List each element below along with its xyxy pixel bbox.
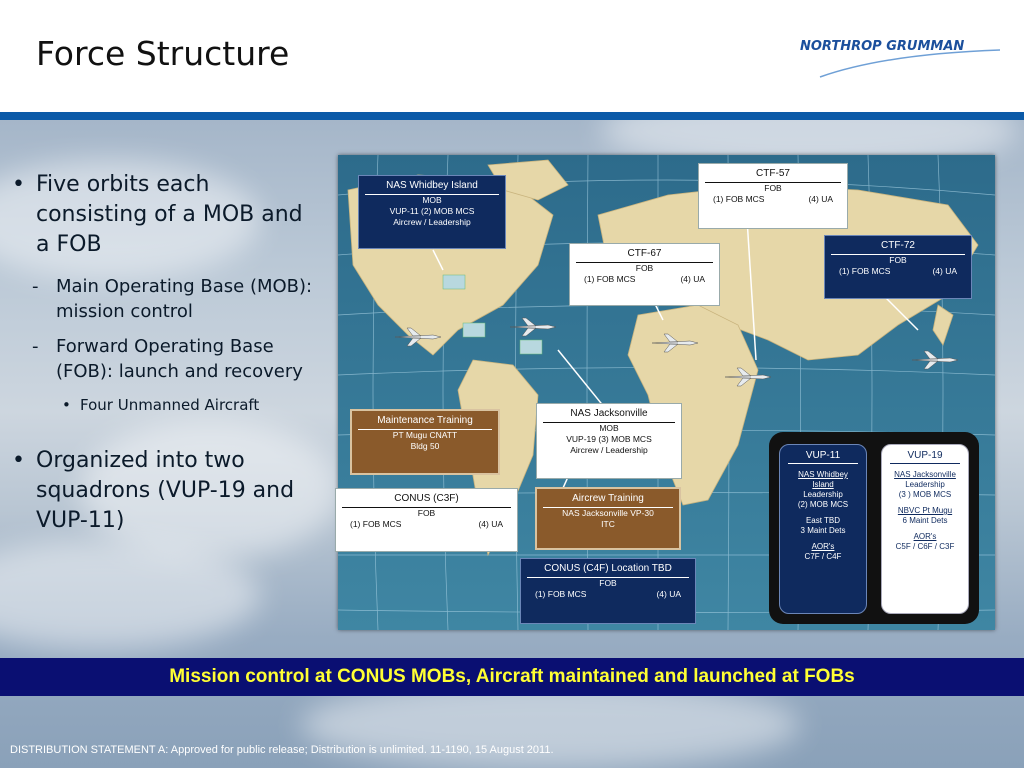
global-hawk-icon (651, 333, 699, 353)
squadron-vup-11: VUP-11 NAS Whidbey Island Leadership (2)… (779, 444, 867, 614)
card-whidbey: NAS Whidbey Island MOB VUP-11 (2) MOB MC… (358, 175, 506, 249)
card-conus-c4f: CONUS (C4F) Location TBD FOB (1) FOB MCS… (520, 558, 696, 624)
sub-bullet-fob: -Forward Operating Base (FOB): launch an… (32, 336, 303, 382)
global-hawk-icon (394, 327, 442, 347)
squadron-vup-19: VUP-19 NAS Jacksonville Leadership (3 ) … (881, 444, 969, 614)
svg-text:NORTHROP GRUMMAN: NORTHROP GRUMMAN (800, 39, 964, 54)
slide-header: Force Structure NORTHROP GRUMMAN (0, 0, 1024, 112)
squadron-panel: VUP-11 NAS Whidbey Island Leadership (2)… (769, 432, 979, 624)
sub-bullet-mob: -Main Operating Base (MOB): mission cont… (32, 276, 313, 322)
bullet-list: •Five orbits each consisting of a MOB an… (12, 170, 317, 550)
card-nas-jacksonville: NAS Jacksonville MOB VUP-19 (3) MOB MCS … (536, 403, 682, 479)
card-maintenance-training: Maintenance Training PT Mugu CNATT Bldg … (350, 409, 500, 475)
header-rule (0, 112, 1024, 120)
card-aircrew-training: Aircrew Training NAS Jacksonville VP-30 … (535, 487, 681, 550)
summary-banner: Mission control at CONUS MOBs, Aircraft … (0, 658, 1024, 696)
global-hawk-icon (724, 367, 772, 387)
card-ctf57: CTF-57 FOB (1) FOB MCS(4) UA (698, 163, 848, 229)
distribution-statement: DISTRIBUTION STATEMENT A: Approved for p… (10, 744, 554, 756)
global-hawk-icon (911, 350, 959, 370)
bullet-squadrons: •Organized into two squadrons (VUP-19 an… (12, 448, 295, 533)
slide-title: Force Structure (36, 34, 290, 73)
card-ctf72: CTF-72 FOB (1) FOB MCS(4) UA (824, 235, 972, 299)
card-conus-c3f: CONUS (C3F) FOB (1) FOB MCS(4) UA (335, 488, 518, 552)
card-ctf67: CTF-67 FOB (1) FOB MCS(4) UA (569, 243, 720, 306)
bullet-orbits: •Five orbits each consisting of a MOB an… (12, 172, 303, 257)
sub-sub-bullet-aircraft: •Four Unmanned Aircraft (62, 396, 260, 414)
global-hawk-icon (509, 317, 557, 337)
northrop-grumman-logo: NORTHROP GRUMMAN (800, 39, 1001, 78)
